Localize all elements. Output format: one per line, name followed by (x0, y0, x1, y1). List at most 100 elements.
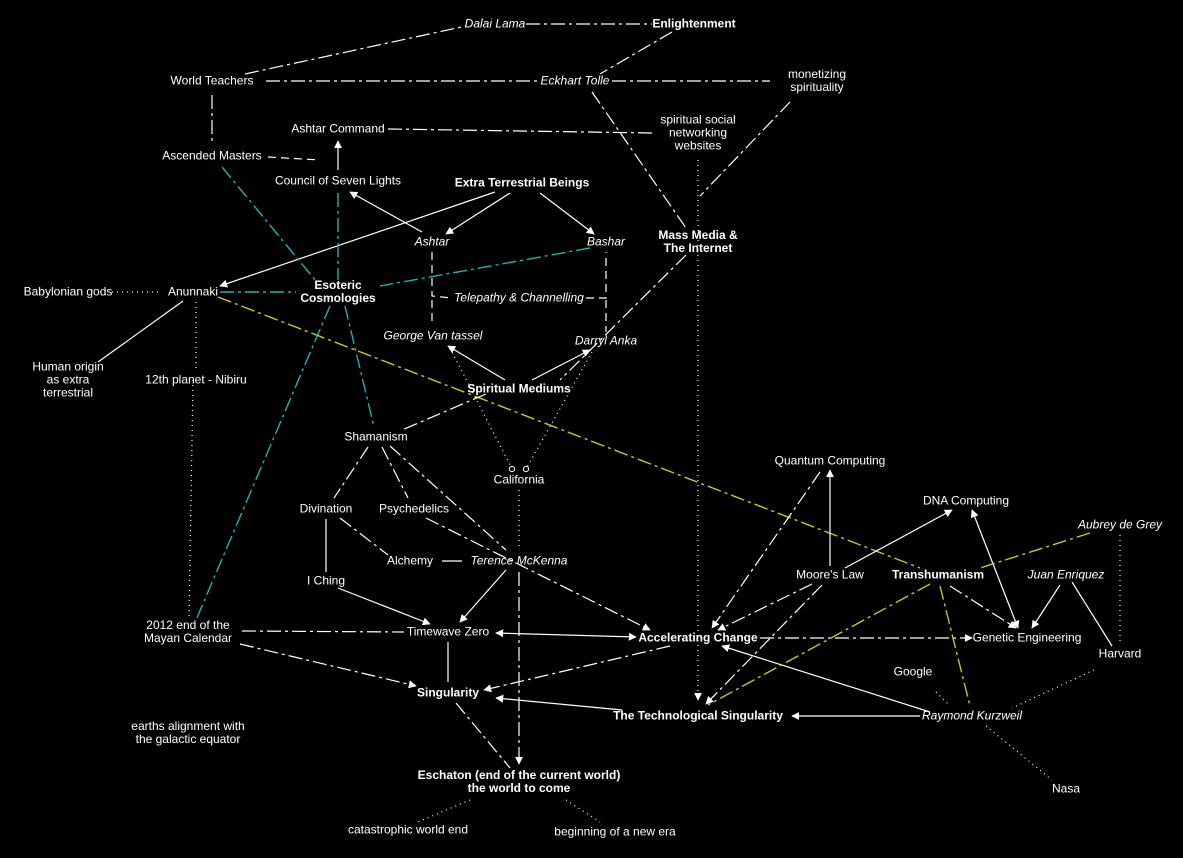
edge-ashtar-council (349, 191, 423, 233)
edge-kurzweil-nasa (985, 725, 1053, 781)
edge-eckhart-massmedia (591, 91, 687, 229)
node-accel: Accelerating Change (638, 630, 758, 645)
edge-mayan-timewave (241, 630, 405, 633)
edge-anunnaki-mayan (188, 379, 194, 619)
node-alchemy: Alchemy (386, 553, 434, 568)
node-etb: Extra Terrestrial Beings (454, 175, 590, 190)
edge-enriquez-genetic (1031, 584, 1061, 629)
edge-moore-dna (844, 509, 953, 569)
edge-google-kurzweil (935, 691, 951, 707)
edge-ascended-council (267, 156, 321, 161)
node-anunnaki: Anunnaki (167, 284, 219, 299)
edge-anka-california (522, 351, 593, 473)
node-babylon: Babylonian gods (23, 284, 113, 299)
edge-mediums-vantassel (447, 345, 506, 381)
edge-divination-alchemy (339, 517, 389, 556)
edge-techsing-singularity (495, 694, 623, 711)
node-ascended: Ascended Masters (162, 148, 262, 163)
node-shamanism: Shamanism (344, 429, 408, 444)
node-divination: Divination (299, 501, 353, 516)
edge-anunnaki-transhuman (217, 296, 921, 569)
node-psychedelics: Psychedelics (378, 501, 450, 516)
edge-transhuman-techsing (707, 583, 931, 706)
edge-anunnaki-humanorigin (97, 300, 184, 363)
node-quantum: Quantum Computing (774, 453, 886, 468)
node-eschaton: Eschaton (end of the current world)the w… (417, 768, 621, 795)
node-nibiru: 12th planet - Nibiru (145, 372, 247, 387)
edge-aubrey-transhuman (979, 532, 1091, 569)
edge-telepathy-bashar (586, 252, 607, 299)
edge-eschaton-catastrophic (417, 799, 471, 823)
node-singularity: Singularity (416, 685, 480, 700)
node-timewave: Timewave Zero (406, 624, 490, 639)
edge-bashar-esoteric (379, 247, 591, 287)
edge-shamanism-psychedelics (381, 446, 409, 499)
node-ashtar: Ashtar (414, 234, 450, 249)
node-aubrey: Aubrey de Grey (1077, 517, 1163, 532)
edge-etb-anunnaki (219, 191, 496, 288)
edge-ashtarcmd-ssn (387, 128, 655, 134)
node-beginning: beginning of a new era (554, 824, 676, 839)
node-techsing: The Technological Singularity (613, 708, 783, 723)
edge-enriquez-harvard (1071, 581, 1113, 647)
node-ashtarcmd: Ashtar Command (291, 121, 385, 136)
node-anka: Darryl Anka (574, 333, 638, 348)
edge-harvard-kurzweil (1011, 669, 1095, 709)
edge-eschaton-beginning (565, 799, 601, 823)
edge-timewave-accel (495, 629, 637, 641)
edge-esoteric-shamanism (344, 305, 375, 428)
node-worldt: World Teachers (170, 73, 254, 88)
node-nasa: Nasa (1051, 781, 1081, 796)
node-eckhart: Eckhart Tolle (540, 73, 610, 88)
edge-mediums-shamanism (401, 393, 487, 431)
edge-ashtar-telepathy (431, 252, 453, 299)
node-enriquez: Juan Enriquez (1027, 567, 1105, 582)
node-catastrophic: catastrophic world end (347, 822, 469, 837)
node-dna: DNA Computing (922, 493, 1010, 508)
edge-quantum-accel (711, 471, 821, 629)
edge-accel-singularity (483, 645, 671, 693)
edge-transhuman-kurzweil (939, 585, 971, 707)
edge-moore-techsing (705, 584, 823, 705)
edge-iching-timewave (337, 587, 431, 626)
node-genetic: Genetic Engineering (972, 630, 1082, 645)
edge-mayan-singularity (239, 643, 417, 689)
edge-genetic-dna (970, 509, 1020, 629)
edge-esoteric-mayan (195, 305, 331, 621)
edge-mckenna-timewave (459, 569, 507, 623)
node-council: Council of Seven Lights (274, 173, 402, 188)
edge-massmedia-mediums (559, 254, 687, 381)
node-kurzweil: Raymond Kurzweil (921, 708, 1023, 723)
edge-enlight-eckhart (599, 31, 673, 75)
node-moore: Moore's Law (796, 567, 864, 582)
node-massmedia: Mass Media &The Internet (658, 228, 738, 255)
node-telepathy: Telepathy & Channelling (454, 290, 584, 305)
edge-psychedelics-accel (425, 517, 651, 631)
node-enlight: Enlightenment (652, 16, 736, 31)
edge-mediums-anka (531, 349, 591, 381)
edge-moore-accel (717, 583, 813, 631)
edge-shamanism-mckenna (389, 445, 507, 551)
node-vantassel: George Van tassel (383, 328, 483, 343)
edge-etb-bashar (539, 192, 595, 235)
node-harvard: Harvard (1098, 646, 1142, 661)
edge-worldt-dalai (244, 25, 467, 75)
node-mckenna: Terence McKenna (470, 553, 568, 568)
edge-singularity-eschaton (455, 702, 511, 769)
edge-monet-massmedia (699, 101, 791, 197)
node-iching: I Ching (306, 573, 346, 588)
node-bashar: Bashar (586, 234, 626, 249)
node-mediums: Spiritual Mediums (467, 381, 571, 396)
node-google: Google (893, 664, 933, 679)
edge-shamanism-divination (333, 446, 369, 499)
node-california: California (493, 472, 545, 487)
node-transhuman: Transhumanism (891, 567, 985, 582)
edge-transhuman-genetic (949, 585, 1017, 629)
